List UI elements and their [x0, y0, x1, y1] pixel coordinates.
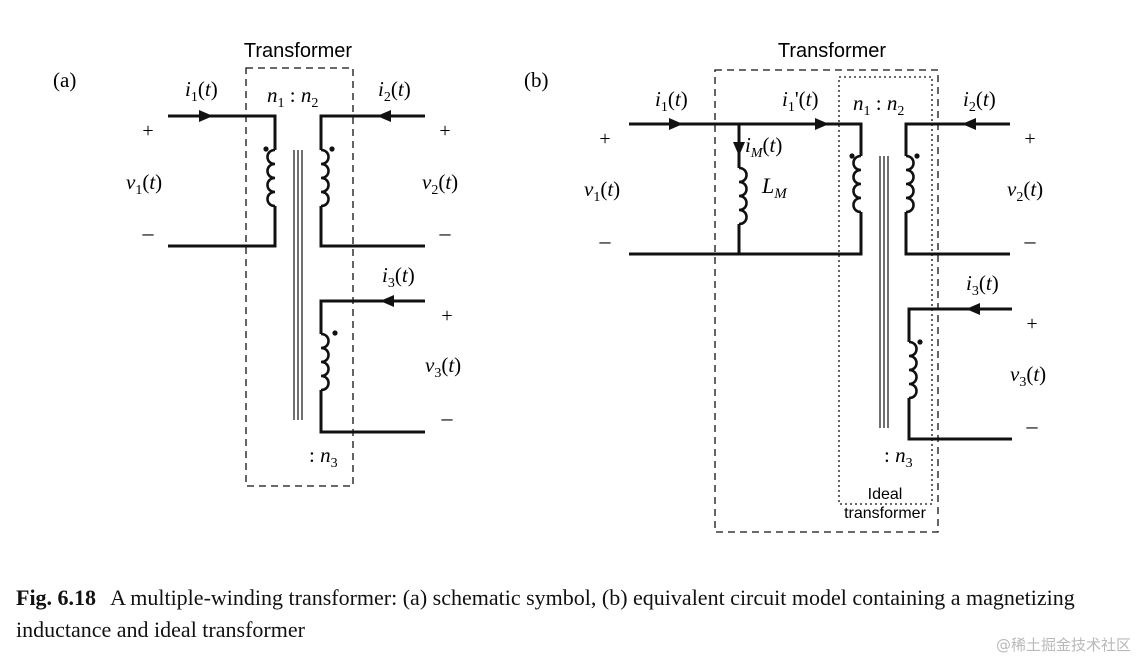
panel-b-ideal-label-line1: Ideal: [868, 486, 903, 503]
panel-a-secondary-winding-3: [319, 299, 425, 434]
panel-a-i2-arrow: [377, 110, 391, 122]
panel-b-i1p-label: i1'(t): [782, 87, 818, 115]
panel-b-ideal-secondary-winding-2: [904, 122, 1010, 256]
panel-b-primary-top-rail: [629, 122, 863, 156]
panel-a-v3-label: v3(t): [425, 353, 461, 381]
panel-b-i3-arrow: [966, 303, 980, 315]
panel-b-i1-label: i1(t): [655, 87, 688, 115]
panel-b-ideal-transformer-box: [838, 76, 933, 505]
panel-a-secondary-winding-2: [319, 114, 425, 248]
panel-b-ideal-label-line2: transformer: [844, 505, 926, 522]
panel-b-ideal-secondary-winding-3: [907, 307, 1012, 441]
panel-b-v3-minus: –: [1026, 413, 1039, 438]
panel-a: (a) Transformer: [53, 40, 461, 487]
panel-b-i2-label: i2(t): [963, 87, 996, 115]
panel-b-iM-arrow: [733, 142, 745, 156]
panel-b-i1-arrow: [669, 118, 683, 130]
panel-a-v2-minus: –: [439, 220, 452, 245]
panel-a-i3-arrow: [380, 295, 394, 307]
transformer-figure: (a) Transformer: [53, 40, 1046, 533]
panel-b-ideal-primary-winding: [849, 153, 863, 214]
panel-b-i3-label: i3(t): [966, 271, 999, 299]
watermark: @稀土掘金技术社区: [995, 636, 1131, 654]
panel-b-v1-minus: –: [599, 228, 612, 253]
panel-a-v2-label: v2(t): [422, 170, 458, 198]
panel-b: (b) Transformer Ideal transformer: [524, 40, 1046, 533]
panel-b-i2-arrow: [962, 118, 976, 130]
panel-b-v1-label: v1(t): [584, 177, 620, 205]
panel-b-title: Transformer: [778, 40, 887, 62]
figure-caption-label: Fig. 6.18: [16, 585, 97, 610]
panel-b-transformer-box: [714, 69, 939, 533]
panel-a-tag: (a): [53, 68, 76, 92]
panel-b-v2-label: v2(t): [1007, 177, 1043, 205]
panel-a-i3-label: i3(t): [382, 263, 415, 291]
panel-a-v2-plus: +: [439, 120, 450, 142]
panel-a-v1-plus: +: [142, 120, 153, 142]
panel-b-i1p-arrow: [815, 118, 829, 130]
panel-a-v3-minus: –: [441, 405, 454, 430]
figure-caption-text: A multiple-winding transformer: (a) sche…: [16, 585, 1075, 642]
panel-b-v3-plus: +: [1026, 313, 1037, 335]
panel-a-v3-plus: +: [441, 305, 452, 327]
panel-b-LM-label: LM: [761, 173, 788, 202]
panel-a-turns-ratio: n1 : n2: [267, 83, 318, 111]
panel-a-i1-arrow: [199, 110, 213, 122]
panel-b-v1-plus: +: [599, 128, 610, 150]
panel-a-v1-label: v1(t): [126, 170, 162, 198]
panel-b-core: [879, 156, 889, 428]
panel-a-i2-label: i2(t): [378, 77, 411, 105]
panel-b-n3-label: : n3: [884, 443, 913, 471]
panel-a-title: Transformer: [244, 40, 353, 62]
panel-b-iM-label: iM(t): [745, 133, 782, 161]
panel-a-core: [293, 150, 303, 420]
panel-a-n3-label: : n3: [309, 443, 338, 471]
panel-b-turns-ratio: n1 : n2: [853, 91, 904, 119]
panel-b-v2-minus: –: [1024, 228, 1037, 253]
panel-a-i1-label: i1(t): [185, 77, 218, 105]
panel-b-v3-label: v3(t): [1010, 362, 1046, 390]
panel-a-primary-winding: [168, 114, 277, 248]
panel-a-transformer-box: [245, 67, 354, 487]
panel-a-v1-minus: –: [142, 220, 155, 245]
panel-b-v2-plus: +: [1024, 128, 1035, 150]
panel-b-primary-bottom-rail: [629, 212, 863, 256]
panel-b-tag: (b): [524, 68, 549, 92]
